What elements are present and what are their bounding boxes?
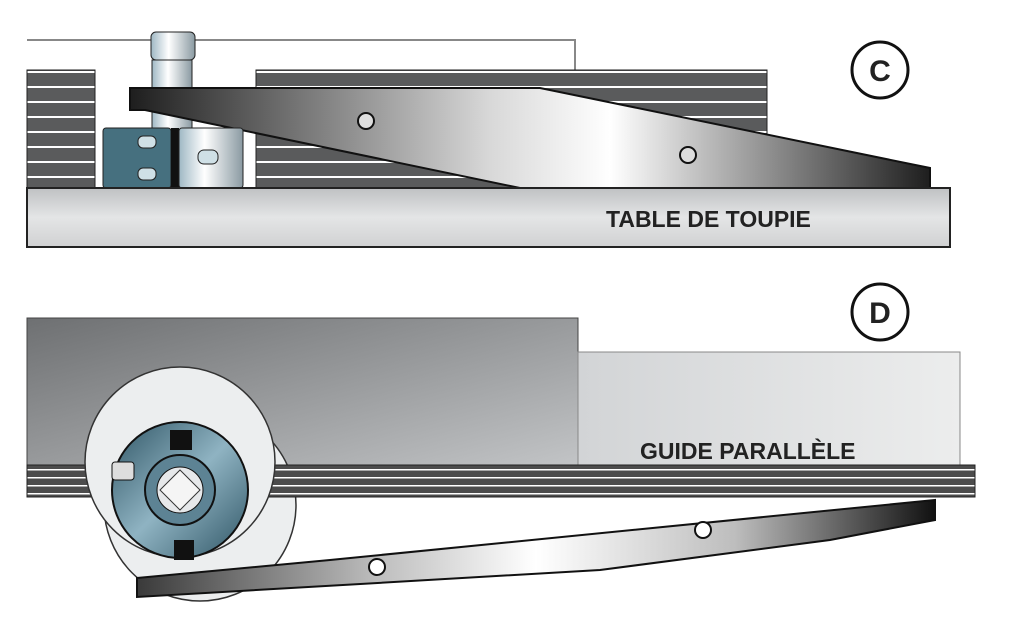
badge-c-letter: C	[869, 55, 891, 88]
router-table	[26, 187, 951, 248]
square-bore	[159, 469, 201, 511]
badge-d-letter: D	[869, 297, 891, 330]
bolt-head-icon	[150, 31, 196, 61]
clamp-block	[102, 127, 172, 189]
wedge-hole	[357, 112, 375, 130]
wedge-hole	[679, 146, 697, 164]
slot	[197, 149, 219, 165]
knife-top	[170, 430, 192, 450]
badge-d	[850, 282, 910, 342]
wedge-d	[136, 498, 936, 599]
wedge-c	[129, 87, 931, 189]
slot	[137, 167, 157, 181]
panel-c: TABLE DE TOUPIE C	[26, 31, 951, 248]
guide-label: GUIDE PARALLÈLE	[640, 437, 856, 464]
badge-c	[850, 40, 910, 100]
screw-icon	[111, 461, 135, 481]
left-fence-block	[26, 69, 96, 191]
wedge-hole	[694, 521, 712, 539]
workpiece-outline	[27, 39, 576, 70]
knife-bottom	[174, 540, 194, 560]
slot	[137, 135, 157, 149]
clamp-gap	[171, 128, 179, 188]
wedge-hole	[368, 558, 386, 576]
panel-d: D GUIDE PARALLÈLE	[26, 282, 976, 602]
table-label: TABLE DE TOUPIE	[606, 206, 811, 232]
